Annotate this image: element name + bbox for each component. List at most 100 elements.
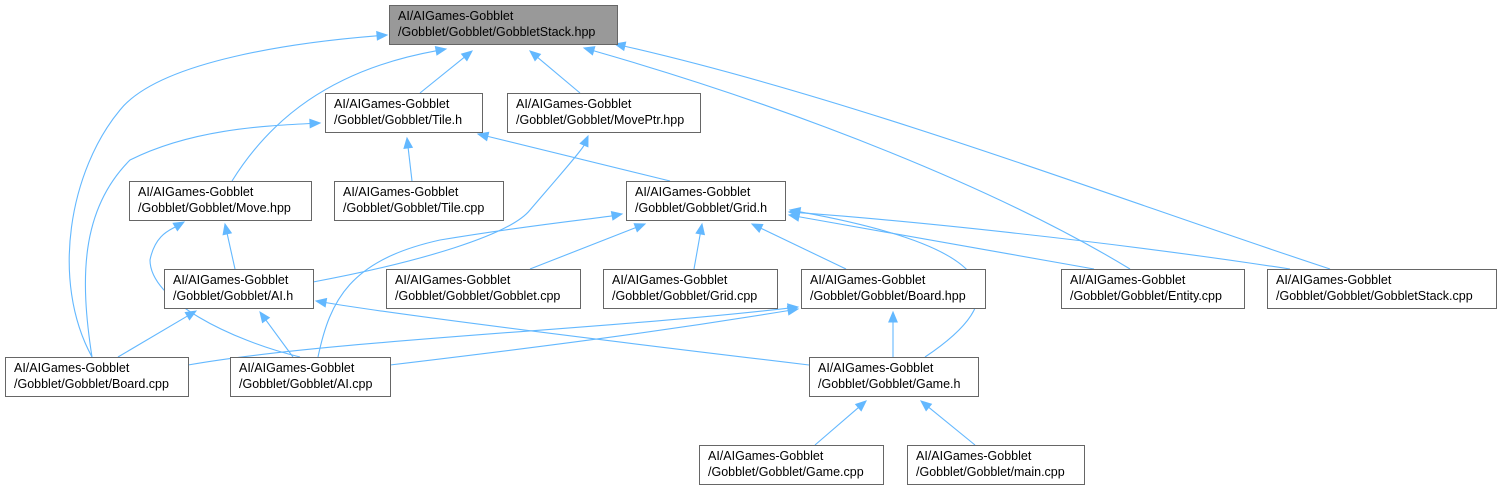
node-tile-h[interactable]: AI/AIGames-Gobblet/Gobblet/Gobblet/Tile.… bbox=[325, 93, 483, 133]
edge-arrowhead bbox=[403, 136, 414, 149]
node-label-line2: /Gobblet/Gobblet/GobbletStack.hpp bbox=[398, 25, 595, 39]
node-box bbox=[129, 181, 312, 221]
node-label-line2: /Gobblet/Gobblet/Move.hpp bbox=[138, 201, 291, 215]
node-label-line1: AI/AIGames-Gobblet bbox=[516, 97, 632, 111]
node-label-line2: /Gobblet/Gobblet/main.cpp bbox=[916, 465, 1065, 479]
edge-line bbox=[407, 147, 413, 182]
node-label-line2: /Gobblet/Gobblet/GobbletStack.cpp bbox=[1276, 289, 1473, 303]
node-box bbox=[386, 269, 581, 309]
node-ai-cpp[interactable]: AI/AIGames-Gobblet/Gobblet/Gobblet/AI.cp… bbox=[230, 357, 391, 397]
node-label-line1: AI/AIGames-Gobblet bbox=[239, 361, 355, 375]
node-grid-cpp[interactable]: AI/AIGames-Gobblet/Gobblet/Gobblet/Grid.… bbox=[603, 269, 778, 309]
node-move-hpp[interactable]: AI/AIGames-Gobblet/Gobblet/Gobblet/Move.… bbox=[129, 181, 312, 221]
node-main-cpp[interactable]: AI/AIGames-Gobblet/Gobblet/Gobblet/main.… bbox=[907, 445, 1085, 485]
edge-board_cpp-to-stack_hpp bbox=[68, 30, 389, 358]
edge-line bbox=[117, 315, 188, 358]
edge-line bbox=[389, 310, 789, 366]
node-box bbox=[699, 445, 884, 485]
edge-arrowhead bbox=[579, 134, 589, 148]
edge-line bbox=[593, 50, 1131, 270]
node-label-line1: AI/AIGames-Gobblet bbox=[916, 449, 1032, 463]
node-ai-h[interactable]: AI/AIGames-Gobblet/Gobblet/Gobblet/AI.h bbox=[164, 269, 314, 309]
edge-tile_cpp-to-tile_h bbox=[403, 136, 414, 182]
node-box bbox=[5, 357, 189, 397]
node-moveptr-hpp[interactable]: AI/AIGames-Gobblet/Gobblet/Gobblet/MoveP… bbox=[507, 93, 701, 133]
node-label-line2: /Gobblet/Gobblet/Game.cpp bbox=[708, 465, 864, 479]
edge-moveptr_hpp-to-stack_hpp bbox=[529, 50, 581, 94]
node-box bbox=[334, 181, 504, 221]
edge-board_cpp-to-tile_h bbox=[84, 118, 322, 358]
edge-ai_cpp-to-ai_h bbox=[259, 310, 294, 358]
node-box bbox=[325, 93, 483, 133]
node-board-cpp[interactable]: AI/AIGames-Gobblet/Gobblet/Gobblet/Board… bbox=[5, 357, 189, 397]
node-stack-hpp[interactable]: AI/AIGames-Gobblet/Gobblet/Gobblet/Gobbl… bbox=[389, 5, 618, 45]
edge-line bbox=[693, 233, 701, 270]
node-tile-cpp[interactable]: AI/AIGames-Gobblet/Gobblet/Gobblet/Tile.… bbox=[334, 181, 504, 221]
node-box bbox=[603, 269, 778, 309]
edge-arrowhead bbox=[314, 297, 328, 308]
node-box bbox=[389, 5, 618, 45]
edge-line bbox=[760, 227, 847, 270]
edge-gobblet_cpp-to-grid_h bbox=[529, 223, 647, 270]
node-label-line2: /Gobblet/Gobblet/Game.h bbox=[818, 377, 960, 391]
edge-arrowhead bbox=[786, 305, 800, 316]
node-label-line1: AI/AIGames-Gobblet bbox=[708, 449, 824, 463]
node-label-line1: AI/AIGames-Gobblet bbox=[334, 97, 450, 111]
node-game-cpp[interactable]: AI/AIGames-Gobblet/Gobblet/Gobblet/Game.… bbox=[699, 445, 884, 485]
edge-arrowhead bbox=[172, 221, 186, 232]
node-label-line2: /Gobblet/Gobblet/Grid.cpp bbox=[612, 289, 757, 303]
edge-entity_cpp-to-stack_hpp bbox=[582, 46, 1131, 270]
edge-grid_h-to-tile_h bbox=[476, 131, 671, 182]
node-label-line2: /Gobblet/Gobblet/AI.cpp bbox=[239, 377, 372, 391]
node-label-line1: AI/AIGames-Gobblet bbox=[138, 185, 254, 199]
node-box bbox=[626, 181, 786, 221]
node-label-line2: /Gobblet/Gobblet/Board.cpp bbox=[14, 377, 169, 391]
node-entity-cpp[interactable]: AI/AIGames-Gobblet/Gobblet/Gobblet/Entit… bbox=[1061, 269, 1245, 309]
node-label-line1: AI/AIGames-Gobblet bbox=[398, 9, 514, 23]
edge-line bbox=[317, 215, 613, 358]
edge-move_hpp-to-stack_hpp bbox=[231, 45, 448, 182]
edge-line bbox=[814, 407, 859, 446]
edge-arrowhead bbox=[529, 50, 542, 62]
node-label-line2: /Gobblet/Gobblet/Board.hpp bbox=[810, 289, 966, 303]
edge-arrowhead bbox=[309, 118, 322, 129]
edge-ai_cpp-to-move_hpp bbox=[149, 221, 301, 358]
edge-arrowhead bbox=[610, 211, 624, 221]
edge-stack_cpp-to-grid_h bbox=[787, 207, 1291, 270]
node-label-line1: AI/AIGames-Gobblet bbox=[612, 273, 728, 287]
edge-arrowhead bbox=[788, 207, 802, 217]
node-label-line2: /Gobblet/Gobblet/Entity.cpp bbox=[1070, 289, 1222, 303]
edge-line bbox=[928, 406, 976, 446]
edge-board_cpp-to-board_hpp bbox=[187, 303, 800, 366]
edge-ai_cpp-to-grid_h bbox=[317, 211, 624, 358]
node-grid-h[interactable]: AI/AIGames-Gobblet/Gobblet/Gobblet/Grid.… bbox=[626, 181, 786, 221]
node-label-line1: AI/AIGames-Gobblet bbox=[818, 361, 934, 375]
edge-line bbox=[226, 233, 236, 270]
node-label-line2: /Gobblet/Gobblet/AI.h bbox=[173, 289, 293, 303]
edge-arrowhead bbox=[184, 310, 198, 321]
edge-arrowhead bbox=[750, 223, 764, 233]
node-label-line1: AI/AIGames-Gobblet bbox=[1070, 273, 1186, 287]
node-label-line2: /Gobblet/Gobblet/Tile.h bbox=[334, 113, 462, 127]
node-stack-cpp[interactable]: AI/AIGames-Gobblet/Gobblet/Gobblet/Gobbl… bbox=[1267, 269, 1497, 309]
edge-tile_h-to-stack_hpp bbox=[419, 50, 473, 94]
node-game-h[interactable]: AI/AIGames-Gobblet/Gobblet/Gobblet/Game.… bbox=[809, 357, 979, 397]
node-box bbox=[907, 445, 1085, 485]
edge-stack_cpp-to-stack_hpp bbox=[613, 41, 1331, 270]
edge-grid_cpp-to-grid_h bbox=[693, 222, 706, 270]
edge-arrowhead bbox=[460, 50, 473, 62]
node-box bbox=[809, 357, 979, 397]
edge-line bbox=[487, 135, 671, 182]
node-board-hpp[interactable]: AI/AIGames-Gobblet/Gobblet/Gobblet/Board… bbox=[801, 269, 986, 309]
node-label-line1: AI/AIGames-Gobblet bbox=[810, 273, 926, 287]
edge-entity_cpp-to-grid_h bbox=[787, 211, 1095, 270]
edge-line bbox=[537, 57, 581, 94]
edge-ai_cpp-to-board_hpp bbox=[389, 305, 800, 366]
edge-line bbox=[325, 302, 810, 366]
edge-arrowhead bbox=[888, 310, 898, 323]
node-box bbox=[1061, 269, 1245, 309]
edge-line bbox=[624, 45, 1331, 270]
node-label-line1: AI/AIGames-Gobblet bbox=[343, 185, 459, 199]
node-gobblet-cpp[interactable]: AI/AIGames-Gobblet/Gobblet/Gobblet/Gobbl… bbox=[386, 269, 581, 309]
edge-board_cpp-to-ai_h bbox=[117, 310, 198, 358]
